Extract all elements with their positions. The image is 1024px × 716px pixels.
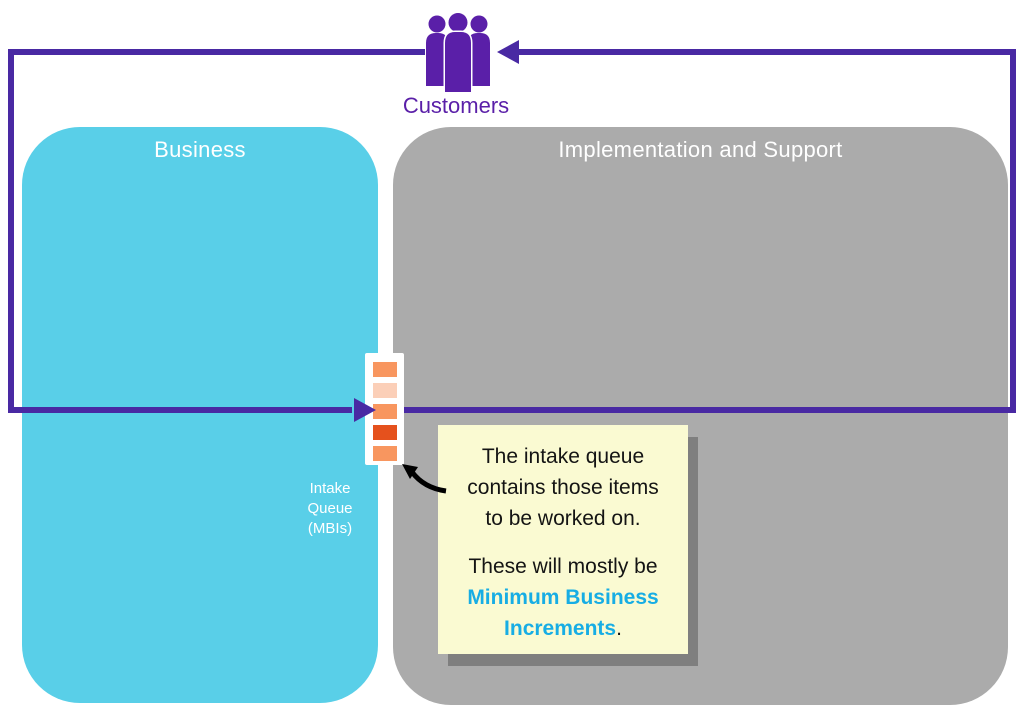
note-period: .: [616, 617, 622, 640]
flow-arrowhead-into-customers: [497, 40, 519, 64]
intake-queue-label: Intake Queue (MBIs): [293, 479, 367, 539]
business-box-title: Business: [154, 137, 246, 162]
intake-queue-item: [372, 383, 397, 398]
intake-queue-label-line3: (MBIs): [307, 520, 353, 537]
intake-queue-item: [372, 362, 397, 377]
implementation-support-box-title: Implementation and Support: [558, 137, 843, 162]
intake-queue-label-line2: Queue: [307, 500, 353, 517]
intake-queue-item: [372, 425, 397, 440]
note-paragraph-2-prefix: These will mostly be: [468, 555, 658, 578]
customers-label: Customers: [402, 93, 510, 118]
note-paragraph-1: The intake queue contains those items to…: [467, 445, 659, 530]
intake-queue-item: [372, 446, 397, 461]
note-highlight-mbi: Minimum Business Increments: [467, 586, 659, 640]
note-paragraph-2: These will mostly be Minimum Business In…: [438, 551, 688, 644]
intake-queue-note: The intake queue contains those items to…: [438, 425, 688, 654]
intake-queue-item: [372, 404, 397, 419]
intake-queue-label-line1: Intake: [309, 480, 351, 497]
customers-people-icon: [426, 12, 490, 94]
business-box: [22, 127, 378, 703]
intake-queue: [365, 353, 404, 465]
